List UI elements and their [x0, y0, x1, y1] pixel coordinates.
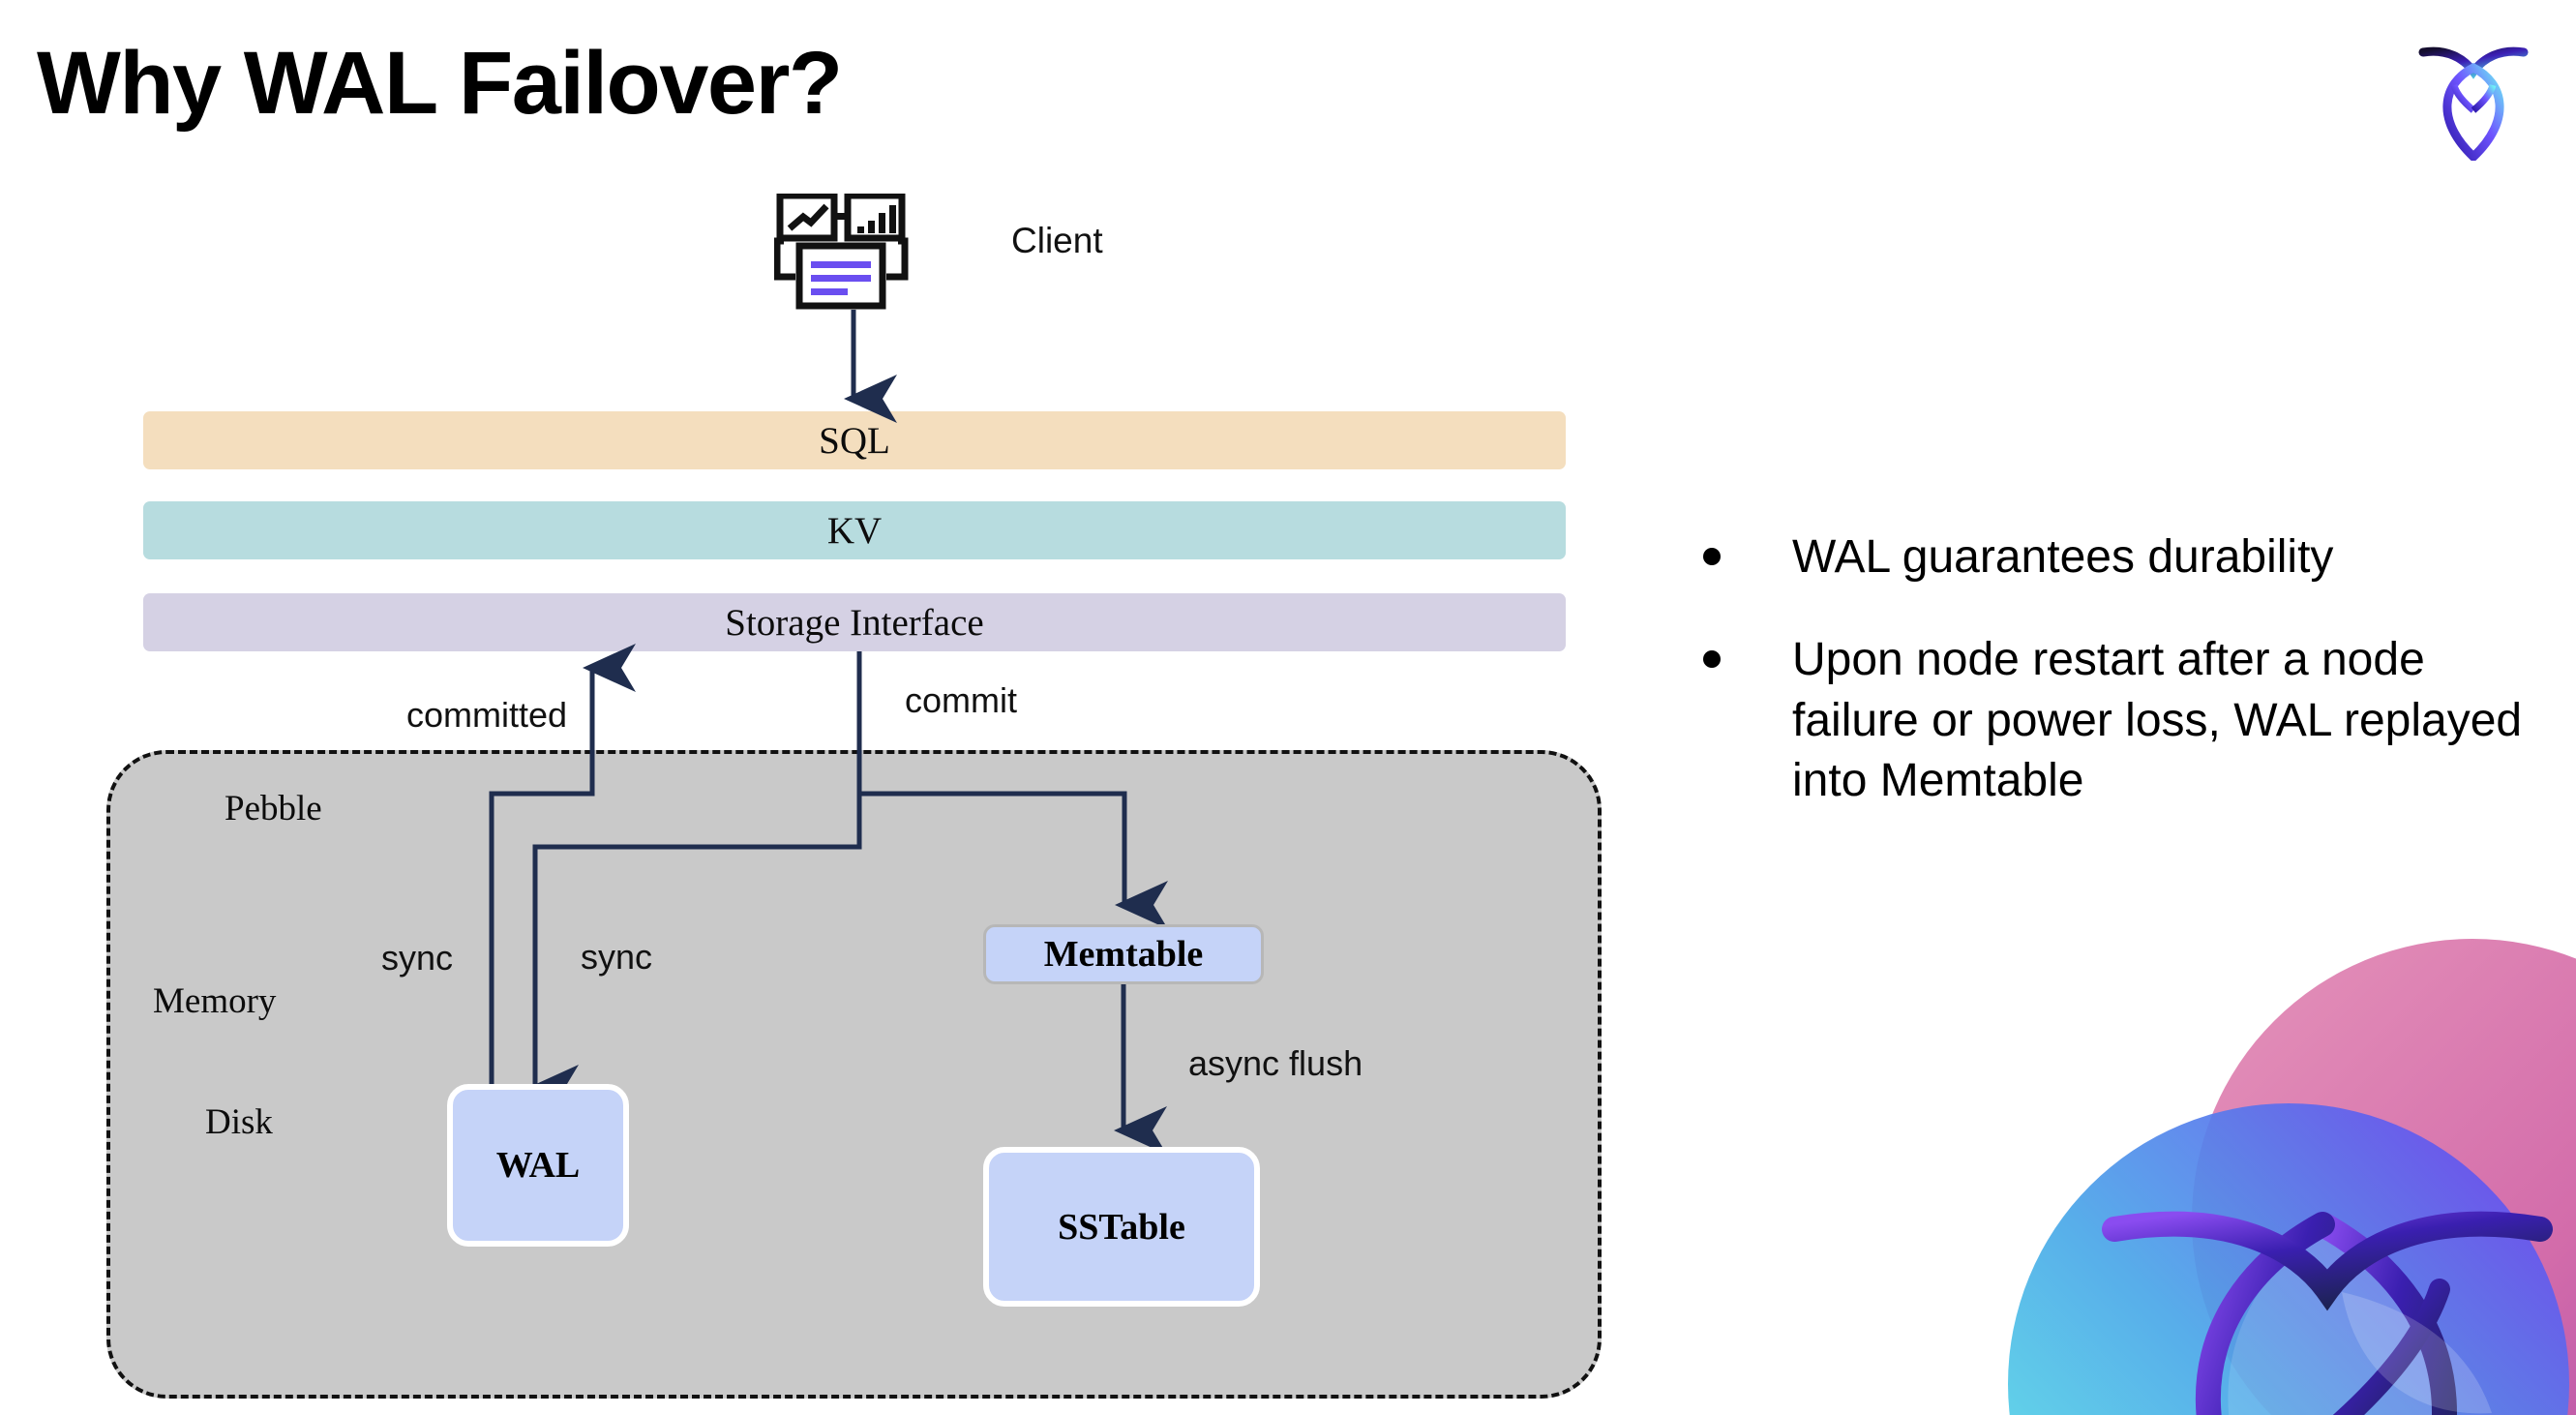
- bullet-dot-icon: [1703, 650, 1721, 669]
- edge-label-commit: commit: [905, 680, 1017, 720]
- client-label: Client: [1011, 221, 1103, 260]
- layer-sql-label: SQL: [819, 419, 890, 462]
- edge-label-sync-1: sync: [381, 938, 454, 978]
- bullet-text: Upon node restart after a node failure o…: [1792, 634, 2523, 807]
- node-wal-label: WAL: [495, 1145, 581, 1186]
- layer-storage-interface[interactable]: Storage Interface: [143, 593, 1566, 651]
- client-dashboard-icon: [773, 192, 929, 310]
- list-item: Upon node restart after a node failure o…: [1703, 630, 2535, 811]
- bullet-list: WAL guarantees durability Upon node rest…: [1703, 527, 2535, 855]
- layer-sql[interactable]: SQL: [143, 411, 1566, 469]
- node-sstable[interactable]: SSTable: [983, 1147, 1260, 1307]
- node-memtable[interactable]: Memtable: [983, 924, 1264, 984]
- node-sstable-label: SSTable: [1058, 1206, 1185, 1248]
- pebble-label: Pebble: [225, 789, 322, 828]
- memory-label: Memory: [153, 981, 277, 1021]
- list-item: WAL guarantees durability: [1703, 527, 2535, 587]
- decorative-circles-graphic: [1969, 929, 2576, 1415]
- disk-label: Disk: [205, 1102, 273, 1142]
- node-memtable-label: Memtable: [1043, 934, 1204, 975]
- bullet-dot-icon: [1703, 548, 1721, 565]
- page-title: Why WAL Failover?: [37, 34, 843, 133]
- edge-label-sync-2: sync: [581, 937, 653, 977]
- architecture-diagram: Client SQL KV Storage Interface Pebble M…: [106, 192, 1602, 1399]
- node-wal[interactable]: WAL: [447, 1084, 629, 1247]
- layer-storage-interface-label: Storage Interface: [725, 601, 984, 644]
- edge-label-committed: committed: [406, 695, 568, 735]
- layer-kv[interactable]: KV: [143, 501, 1566, 559]
- pebble-container: [106, 750, 1602, 1399]
- cockroachdb-logo-icon: [2415, 35, 2531, 164]
- edge-label-async-flush: async flush: [1188, 1043, 1363, 1083]
- bullet-text: WAL guarantees durability: [1792, 531, 2334, 583]
- layer-kv-label: KV: [826, 509, 883, 552]
